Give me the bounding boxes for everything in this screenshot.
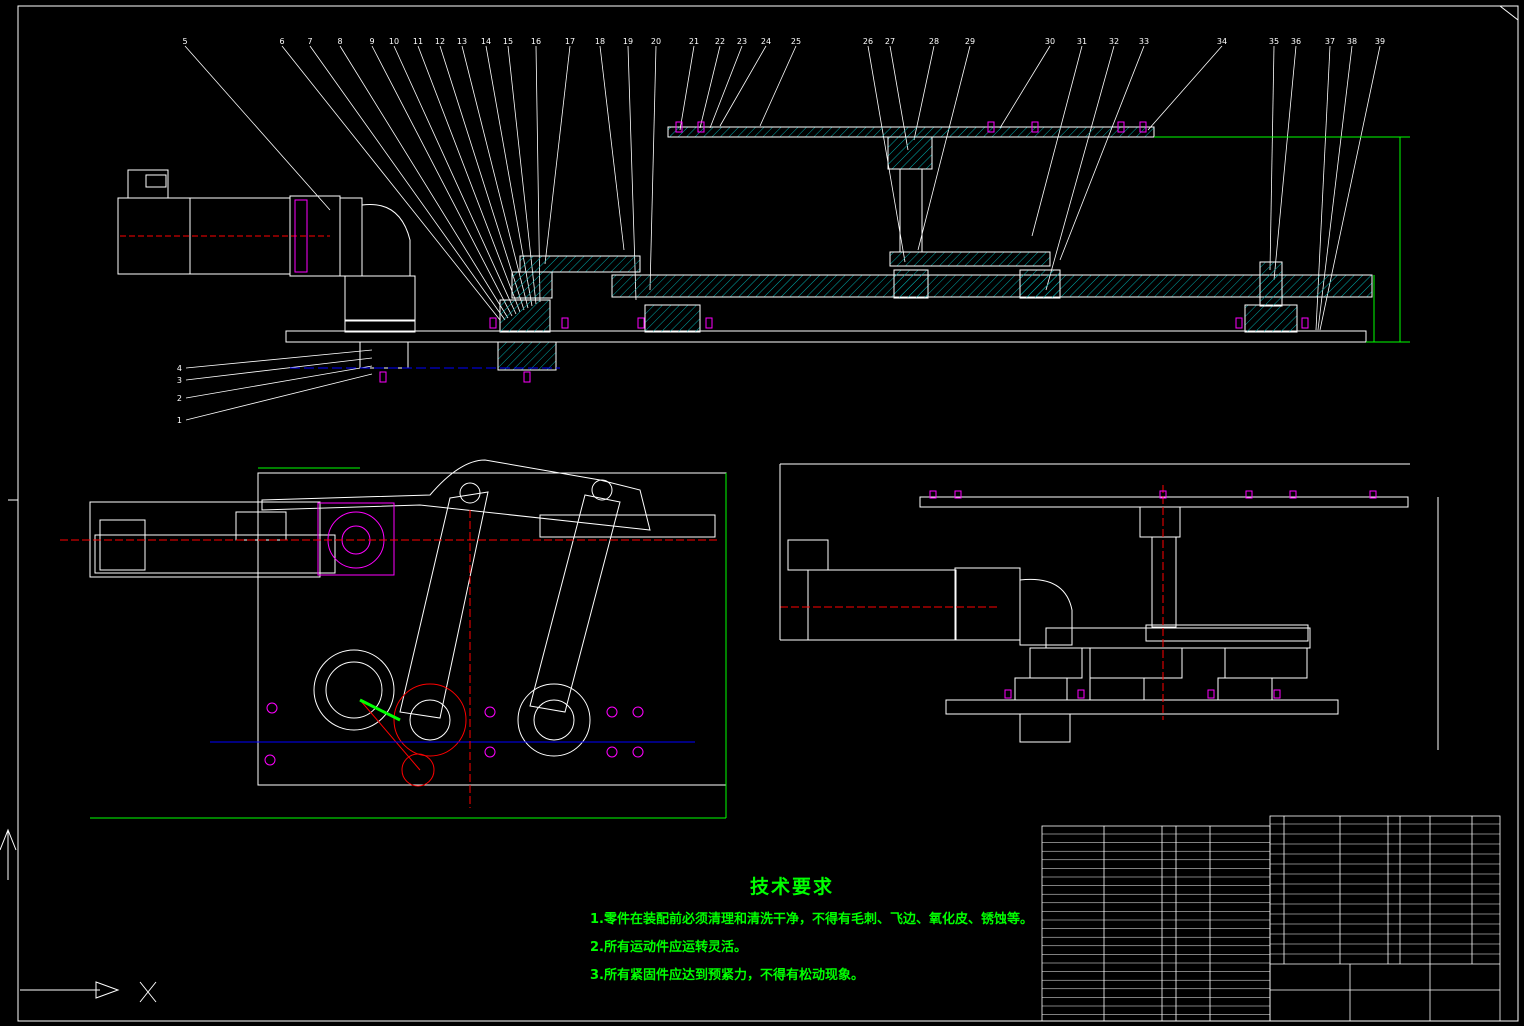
part-balloon: 4 [177, 364, 182, 373]
part-balloon: 1 [177, 416, 182, 425]
part-balloon: 21 [689, 37, 699, 46]
tech-requirement-line: 3.所有紧固件应达到预紧力，不得有松动现象。 [590, 968, 864, 983]
balloon-leader [999, 45, 1051, 129]
balloon-leader [185, 349, 373, 369]
balloon-leader [185, 373, 373, 421]
balloon-leader [461, 45, 529, 309]
tech-requirement-line: 1.零件在装配前必须清理和清洗干净，不得有毛刺、飞边、氧化皮、锈蚀等。 [590, 912, 1033, 927]
parts-list [1041, 815, 1501, 1022]
side-view [779, 463, 1439, 750]
part-balloon: 30 [1045, 37, 1055, 46]
balloon-leader [1269, 45, 1275, 271]
balloon-leader [913, 45, 935, 141]
balloon-leader [371, 45, 513, 317]
technical-requirements: 技术要求 1.零件在装配前必须清理和清洗干净，不得有毛刺、飞边、氧化皮、锈蚀等。… [590, 872, 1033, 983]
balloon-leader [1059, 45, 1145, 261]
tech-requirements-title: 技术要求 [750, 876, 835, 898]
part-balloon: 14 [481, 37, 491, 46]
balloon-leader [699, 45, 721, 129]
parts-list-rows [1042, 823, 1500, 1015]
balloon-leader [599, 45, 625, 251]
balloon-leader [417, 45, 521, 313]
balloon-leader [759, 45, 797, 127]
part-balloon: 33 [1139, 37, 1149, 46]
part-balloon: 5 [182, 37, 187, 46]
part-balloon: 31 [1077, 37, 1087, 46]
part-balloon: 38 [1347, 37, 1357, 46]
balloon-leader [393, 45, 517, 315]
part-balloon: 19 [623, 37, 633, 46]
part-balloon: 25 [791, 37, 801, 46]
balloon-leader [1273, 45, 1297, 281]
part-balloon: 2 [177, 394, 182, 403]
part-balloon: 11 [413, 37, 423, 46]
part-balloon: 18 [595, 37, 605, 46]
balloon-leader [709, 45, 743, 129]
part-balloon: 36 [1291, 37, 1301, 46]
part-balloon: 13 [457, 37, 467, 46]
part-balloon: 29 [965, 37, 975, 46]
part-balloon: 39 [1375, 37, 1385, 46]
tech-requirement-line: 2.所有运动件应运转灵活。 [590, 940, 747, 955]
balloon-leader [1045, 45, 1115, 291]
part-balloon: 7 [307, 37, 312, 46]
part-balloon: 37 [1325, 37, 1335, 46]
part-balloon: 24 [761, 37, 771, 46]
part-balloon: 32 [1109, 37, 1119, 46]
part-balloon: 26 [863, 37, 873, 46]
balloon-leader [339, 45, 509, 319]
part-balloon: 10 [389, 37, 399, 46]
part-balloon: 34 [1217, 37, 1227, 46]
balloon-leader [184, 45, 331, 211]
plan-view [60, 459, 727, 819]
part-balloon: 20 [651, 37, 661, 46]
part-balloon: 23 [737, 37, 747, 46]
part-balloon: 8 [337, 37, 342, 46]
part-balloon: 22 [715, 37, 725, 46]
balloon-leader [1031, 45, 1083, 237]
part-balloon: 6 [279, 37, 284, 46]
balloon-leader [281, 45, 501, 321]
balloon-leader [309, 45, 506, 321]
axis-indicator [0, 828, 157, 1003]
balloon-leader [867, 45, 906, 263]
balloon-leader [544, 45, 571, 265]
part-balloon: 17 [565, 37, 575, 46]
balloon-leader [185, 365, 373, 399]
part-balloon: 15 [503, 37, 513, 46]
part-balloon: 27 [885, 37, 895, 46]
part-balloon: 28 [929, 37, 939, 46]
part-balloon: 9 [369, 37, 374, 46]
balloon-leader [649, 45, 657, 291]
part-balloon: 3 [177, 376, 182, 385]
balloon-leader [439, 45, 525, 311]
part-balloon: 16 [531, 37, 541, 46]
balloon-leader [679, 45, 695, 131]
drawing-frame [8, 5, 1519, 1022]
balloon-leader [1147, 45, 1223, 131]
balloon-leader [719, 45, 767, 127]
balloon-leader [917, 45, 971, 251]
balloon-leader [185, 357, 373, 381]
part-balloon: 12 [435, 37, 445, 46]
top-elevation-view [117, 121, 1410, 383]
part-balloon: 35 [1269, 37, 1279, 46]
